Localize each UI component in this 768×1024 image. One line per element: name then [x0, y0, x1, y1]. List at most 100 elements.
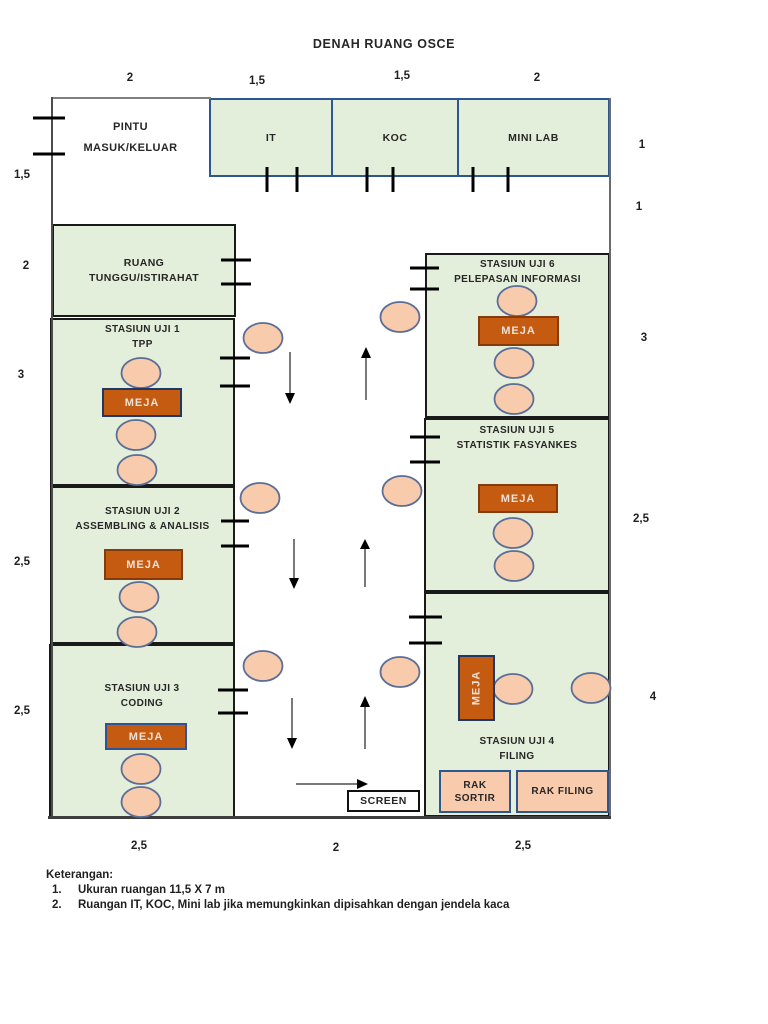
chair-circle: [381, 475, 423, 507]
room-pintu-label: PINTU MASUK/KELUAR: [52, 117, 209, 159]
chair-circle: [120, 357, 162, 389]
meja-label: MEJA: [500, 492, 536, 505]
keterangan-item: 2. Ruangan IT, KOC, Mini lab jika memung…: [52, 899, 509, 911]
wall-right: [609, 98, 611, 818]
dimension-label: 1,5: [249, 75, 265, 87]
dimension-label: 2: [126, 72, 134, 84]
room-tunggu-label: RUANG TUNGGU/ISTIRAHAT: [52, 256, 236, 285]
rak-sortir-label: SORTIR: [454, 792, 496, 804]
stasiun-2-line1: STASIUN UJI 2: [104, 506, 181, 517]
screen-label: SCREEN: [360, 795, 407, 807]
chair-circle: [570, 672, 612, 704]
dimension-label: 1: [638, 139, 646, 151]
stasiun-4-line2: FILING: [499, 750, 535, 762]
chair-circle: [120, 753, 162, 785]
chair-circle: [492, 517, 534, 549]
dimension-label: 2,5: [633, 513, 649, 525]
chair-circle: [493, 383, 535, 415]
rak-filing: RAK FILING: [516, 770, 609, 813]
dimension-label: 1,5: [14, 169, 30, 181]
keterangan-heading: Keterangan:: [46, 869, 114, 881]
room-minilab-label: MINI LAB: [508, 131, 559, 144]
arrowhead: [357, 779, 368, 789]
dimension-label: 3: [17, 369, 25, 381]
stasiun-6-line1: STASIUN UJI 6: [479, 259, 556, 270]
chair-circle: [379, 656, 421, 688]
dimension-label: 4: [649, 691, 657, 703]
stasiun-6-line2: PELEPASAN INFORMASI: [454, 273, 581, 285]
stasiun-1-title: STASIUN UJI 1 TPP: [50, 323, 235, 352]
chair-circle: [239, 482, 281, 514]
meja-stasiun-1: MEJA: [102, 388, 182, 417]
arrowhead: [289, 578, 299, 589]
chair-circle: [116, 454, 158, 486]
chair-circle: [115, 419, 157, 451]
stasiun-3-line2: CODING: [120, 697, 164, 709]
rak-sortir: RAK SORTIR: [439, 770, 511, 813]
meja-label: MEJA: [126, 558, 161, 571]
stasiun-2-title: STASIUN UJI 2 ASSEMBLING & ANALISIS: [50, 505, 235, 534]
chair-circle: [118, 581, 160, 613]
wall-left: [51, 97, 53, 818]
stasiun-3-line1: STASIUN UJI 3: [104, 683, 180, 694]
chair-circle: [496, 285, 538, 317]
chair-circle: [242, 322, 284, 354]
chair-circle: [493, 550, 535, 582]
dimension-label: 2: [22, 260, 30, 272]
room-tunggu-line1: RUANG: [123, 257, 165, 269]
keterangan-block: Keterangan: 1. Ukuran ruangan 11,5 X 7 m…: [46, 869, 509, 911]
meja-stasiun-5: MEJA: [478, 484, 558, 513]
rak-sortir-label: RAK: [463, 779, 487, 791]
arrowhead: [360, 539, 370, 549]
stasiun-2-line2: ASSEMBLING & ANALISIS: [75, 520, 210, 532]
chair-circle: [379, 301, 421, 333]
room-ruang-tunggu: [52, 224, 236, 317]
room-koc: KOC: [333, 100, 459, 175]
stasiun-6-title: STASIUN UJI 6 PELEPASAN INFORMASI: [425, 258, 610, 287]
dimension-label: 2: [533, 72, 541, 84]
dimension-label: 2,5: [131, 840, 147, 852]
keterangan-item-text: Ukuran ruangan 11,5 X 7 m: [78, 884, 226, 896]
stasiun-4-line1: STASIUN UJI 4: [479, 736, 555, 747]
room-pintu-line2: MASUK/KELUAR: [83, 142, 178, 154]
screen-box: SCREEN: [347, 790, 420, 812]
page-title: DENAH RUANG OSCE: [312, 37, 456, 51]
dimension-label: 2,5: [14, 556, 30, 568]
room-koc-label: KOC: [382, 131, 408, 144]
room-minilab: MINI LAB: [459, 100, 608, 175]
stasiun-5-title: STASIUN UJI 5 STATISTIK FASYANKES: [424, 424, 610, 453]
keterangan-item-number: 2.: [52, 899, 62, 911]
keterangan-item-text: Ruangan IT, KOC, Mini lab jika memungkin…: [78, 899, 510, 911]
arrowhead: [285, 393, 295, 404]
stasiun-4-title: STASIUN UJI 4 FILING: [424, 735, 610, 764]
meja-stasiun-6: MEJA: [478, 316, 559, 346]
meja-stasiun-4: MEJA: [458, 655, 495, 721]
meja-label: MEJA: [470, 670, 483, 706]
dimension-label: 1,5: [394, 70, 410, 82]
meja-label: MEJA: [501, 325, 536, 337]
dimension-label: 2: [332, 842, 340, 854]
stasiun-1-line2: TPP: [132, 338, 153, 350]
stasiun-5-line1: STASIUN UJI 5: [479, 425, 555, 436]
dimension-label: 1: [635, 201, 643, 213]
meja-stasiun-2: MEJA: [104, 549, 183, 580]
room-pintu-line1: PINTU: [113, 121, 148, 133]
wall-top: [51, 97, 211, 99]
meja-stasiun-3: MEJA: [105, 723, 187, 750]
dimension-label: 2,5: [14, 705, 30, 717]
chair-circle: [492, 673, 534, 705]
arrowhead: [287, 738, 297, 749]
stasiun-1-line1: STASIUN UJI 1: [104, 324, 181, 335]
room-tunggu-line2: TUNGGU/ISTIRAHAT: [88, 271, 200, 284]
chair-circle: [120, 786, 162, 818]
room-it-label: IT: [265, 131, 277, 144]
keterangan-item: 1. Ukuran ruangan 11,5 X 7 m: [52, 884, 509, 896]
chair-circle: [242, 650, 284, 682]
stasiun-5-line2: STATISTIK FASYANKES: [456, 439, 578, 451]
chair-circle: [116, 616, 158, 648]
chair-circle: [493, 347, 535, 379]
dimension-label: 3: [640, 332, 648, 344]
stasiun-3-title: STASIUN UJI 3 CODING: [49, 682, 235, 711]
